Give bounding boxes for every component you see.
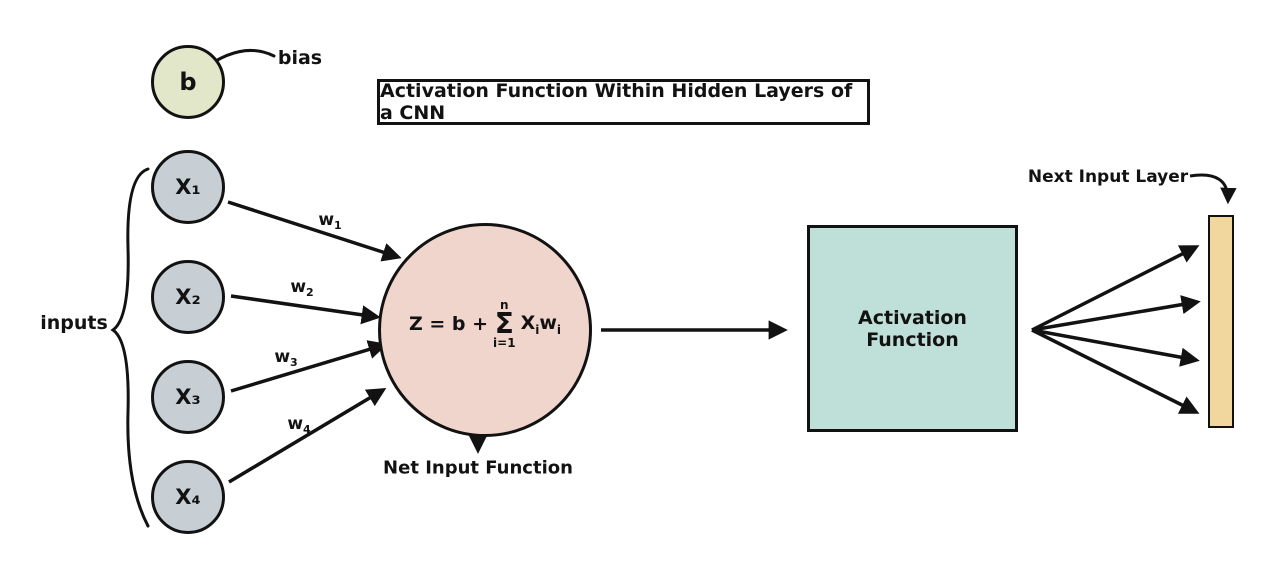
- net-input-formula: Z = b + n Σ i=1 Xiwi: [409, 299, 561, 348]
- activation-function-label: Activation Function: [858, 306, 967, 351]
- input-node-x1: X₁: [151, 150, 225, 224]
- arrow-x2-to-net: [230, 294, 381, 325]
- input-node-x2: X₂: [151, 260, 225, 334]
- weight-base: w: [318, 209, 335, 230]
- weight-sub: 3: [290, 356, 298, 370]
- bias-node: b: [151, 45, 225, 119]
- formula-x-sub: i: [535, 322, 540, 337]
- sigma-upper-bound: n: [500, 298, 509, 313]
- weight-label-w3: w3: [274, 347, 297, 369]
- diagram-title: Activation Function Within Hidden Layers…: [380, 80, 853, 124]
- arrow-x4-to-net: [228, 388, 387, 484]
- next-input-layer-bar: [1208, 215, 1234, 428]
- arrow-next-layer-label: [1189, 173, 1237, 205]
- input-node-label: X₄: [175, 485, 201, 509]
- weight-label-w4: w4: [287, 414, 310, 436]
- weight-base: w: [290, 276, 307, 297]
- inputs-group-label: inputs: [40, 312, 108, 334]
- net-input-function-label: Net Input Function: [383, 457, 573, 479]
- arrow-x3-to-net: [230, 340, 388, 393]
- net-input-node: Z = b + n Σ i=1 Xiwi: [378, 223, 592, 437]
- bias-node-label: b: [179, 68, 197, 96]
- arrow-activation-out-3: [1031, 328, 1200, 367]
- sigma-lower-bound: i=1: [493, 335, 516, 350]
- arrow-activation-out-4: [1031, 328, 1200, 414]
- inputs-brace: [110, 167, 150, 528]
- bias-label: bias: [277, 47, 323, 69]
- formula-rhs: Xiwi: [521, 312, 561, 337]
- input-node-label: X₁: [175, 175, 201, 199]
- sigma-glyph: Σ: [494, 307, 514, 341]
- weight-sub: 1: [334, 219, 342, 233]
- weight-sub: 2: [306, 286, 314, 300]
- weight-base: w: [274, 346, 291, 367]
- input-node-x3: X₃: [151, 360, 225, 434]
- formula-w: w: [539, 311, 557, 334]
- weight-label-w1: w1: [318, 210, 341, 232]
- input-node-x4: X₄: [151, 460, 225, 534]
- input-node-label: X₂: [175, 285, 201, 309]
- weight-sub: 4: [303, 423, 311, 437]
- formula-lhs: Z = b +: [408, 313, 489, 335]
- next-input-layer-label: Next Input Layer: [1027, 167, 1189, 187]
- arrow-activation-out-2: [1031, 295, 1201, 332]
- weight-base: w: [287, 413, 304, 434]
- arrow-x1-to-net: [227, 200, 402, 262]
- arrow-activation-out-1: [1031, 245, 1200, 332]
- activation-function-box: Activation Function: [807, 225, 1018, 432]
- summation-symbol: n Σ i=1: [493, 299, 516, 348]
- input-node-label: X₃: [175, 385, 201, 409]
- title-box: Activation Function Within Hidden Layers…: [377, 79, 870, 125]
- weight-label-w2: w2: [290, 277, 313, 299]
- formula-x: X: [520, 311, 536, 334]
- formula-w-sub: i: [556, 322, 562, 337]
